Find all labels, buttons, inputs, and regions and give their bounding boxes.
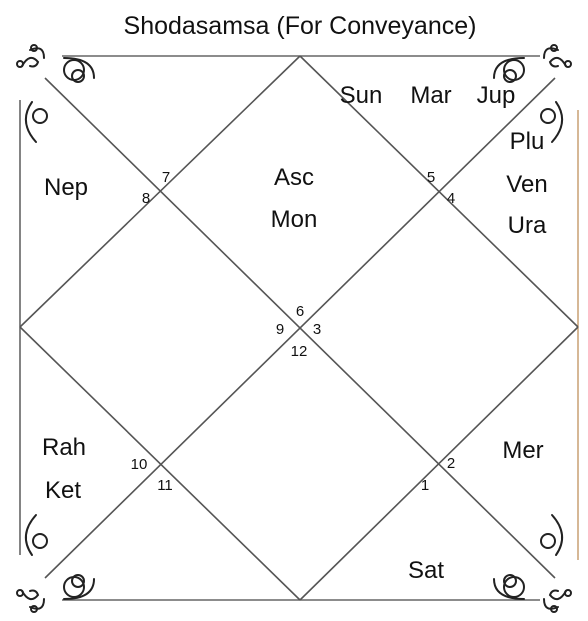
planet-plu: Plu bbox=[510, 128, 545, 155]
house-number-1: 1 bbox=[421, 477, 429, 494]
house-number-10: 10 bbox=[131, 456, 148, 473]
house-number-7: 7 bbox=[162, 169, 170, 186]
planet-mar: Mar bbox=[410, 82, 451, 109]
ornament-bottom-left-icon bbox=[17, 515, 94, 612]
chart-title: Shodasamsa (For Conveyance) bbox=[124, 12, 477, 40]
diagonals bbox=[45, 78, 555, 578]
planet-mon: Mon bbox=[271, 206, 318, 233]
planet-asc: Asc bbox=[274, 164, 314, 191]
house-number-6: 6 bbox=[296, 303, 304, 320]
planet-nep: Nep bbox=[44, 174, 88, 201]
house-number-2: 2 bbox=[447, 455, 455, 472]
planet-mer: Mer bbox=[502, 437, 543, 464]
planet-ura: Ura bbox=[508, 212, 547, 239]
house-number-3: 3 bbox=[313, 321, 321, 338]
planet-sun: Sun bbox=[340, 82, 383, 109]
house-number-11: 11 bbox=[157, 477, 173, 494]
planet-jup: Jup bbox=[477, 82, 516, 109]
house-number-9: 9 bbox=[276, 321, 284, 338]
house-number-12: 12 bbox=[291, 343, 308, 360]
planet-sat: Sat bbox=[408, 557, 444, 584]
planet-rah: Rah bbox=[42, 434, 86, 461]
house-number-8: 8 bbox=[142, 190, 150, 207]
planet-ven: Ven bbox=[506, 171, 547, 198]
house-number-4: 4 bbox=[447, 190, 455, 207]
house-number-5: 5 bbox=[427, 169, 435, 186]
ornament-top-left-icon bbox=[17, 45, 94, 142]
planet-ket: Ket bbox=[45, 477, 81, 504]
